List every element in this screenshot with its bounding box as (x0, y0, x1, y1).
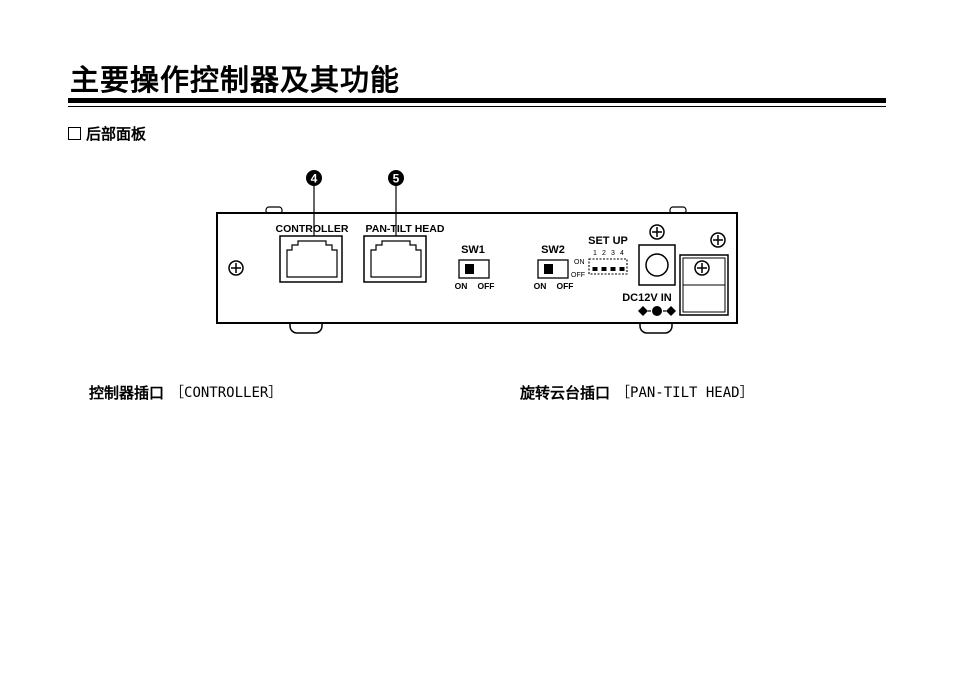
page-title: 主要操作控制器及其功能 (70, 60, 400, 100)
sw1-on-label: ON (455, 281, 468, 291)
section-heading: 后部面板 (68, 123, 146, 144)
title-rule-thin (68, 106, 886, 107)
caption-pantilt: 旋转云台插口 ［PAN-TILT HEAD］ (520, 382, 754, 403)
setup-number-3: 3 (611, 250, 615, 257)
caption-controller-text: 控制器插口 (89, 382, 164, 403)
callout-5-number: 5 (393, 172, 400, 186)
setup-number-1: 1 (593, 250, 597, 257)
rear-panel-diagram: 4 5 CONTROLLER PAN-TILT HEAD SW1 ON OFF … (200, 160, 750, 345)
setup-dip-switch[interactable] (589, 259, 627, 274)
caption-pantilt-en: ［PAN-TILT HEAD］ (616, 382, 754, 403)
sw1-label: SW1 (461, 244, 485, 256)
sw2-switch[interactable] (538, 260, 568, 278)
sw2-label: SW2 (541, 244, 565, 256)
controller-port[interactable] (280, 236, 342, 282)
polarity-icon (638, 306, 676, 316)
caption-pantilt-text: 旋转云台插口 (520, 382, 610, 403)
pantilt-port[interactable] (364, 236, 426, 282)
sw2-on-label: ON (534, 281, 547, 291)
setup-number-2: 2 (602, 250, 606, 257)
setup-off-label: OFF (571, 272, 585, 279)
pantilt-port-label: PAN-TILT HEAD (366, 223, 445, 235)
right-screw-icon (711, 233, 725, 247)
title-rule-thick (68, 98, 886, 103)
controller-port-label: CONTROLLER (276, 223, 349, 235)
top-screw-icon (650, 225, 664, 239)
setup-label: SET UP (588, 235, 628, 247)
sw1-switch[interactable] (459, 260, 489, 278)
sw2-off-label: OFF (557, 281, 574, 291)
dc-power-jack[interactable] (639, 245, 675, 285)
screw-icon (229, 261, 243, 275)
section-title: 后部面板 (86, 123, 146, 144)
callout-4-number: 4 (311, 172, 318, 186)
setup-on-label: ON (574, 259, 585, 266)
caption-controller-en: ［CONTROLLER］ (170, 382, 282, 403)
sw1-off-label: OFF (478, 281, 495, 291)
setup-number-4: 4 (620, 250, 624, 257)
checkbox-icon (68, 127, 81, 140)
dc-input-label: DC12V IN (622, 292, 672, 304)
caption-controller: 控制器插口 ［CONTROLLER］ (89, 382, 282, 403)
ground-terminal[interactable] (680, 255, 728, 315)
